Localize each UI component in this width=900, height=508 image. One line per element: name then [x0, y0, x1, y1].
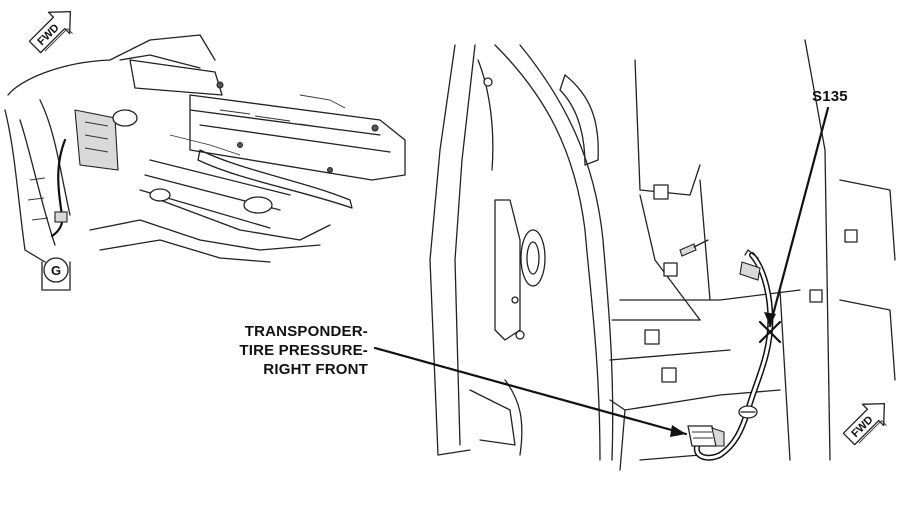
view-letter: G: [51, 263, 61, 278]
leader-transponder: [373, 346, 688, 436]
wiring-harness: [693, 249, 774, 461]
transponder-connector: [687, 425, 725, 447]
splice-s135-marker: [758, 320, 782, 344]
harness-clip-upper: [739, 261, 761, 281]
fwd-arrow-overview: FWD: [28, 10, 73, 54]
view-g-indicator: G: [41, 257, 71, 291]
transponder-label: TRANSPONDER- TIRE PRESSURE- RIGHT FRONT: [200, 322, 368, 379]
detail-illustration: [429, 39, 896, 471]
transponder-label-line2: TIRE PRESSURE-: [239, 342, 368, 359]
leader-lines: [373, 106, 830, 437]
fwd-arrow-detail: FWD: [842, 402, 887, 446]
overview-illustration: [4, 34, 406, 263]
splice-label: S135: [812, 88, 848, 105]
transponder-label-line3: RIGHT FRONT: [263, 361, 368, 378]
transponder-label-line1: TRANSPONDER-: [244, 323, 368, 340]
leader-s135: [768, 106, 830, 328]
